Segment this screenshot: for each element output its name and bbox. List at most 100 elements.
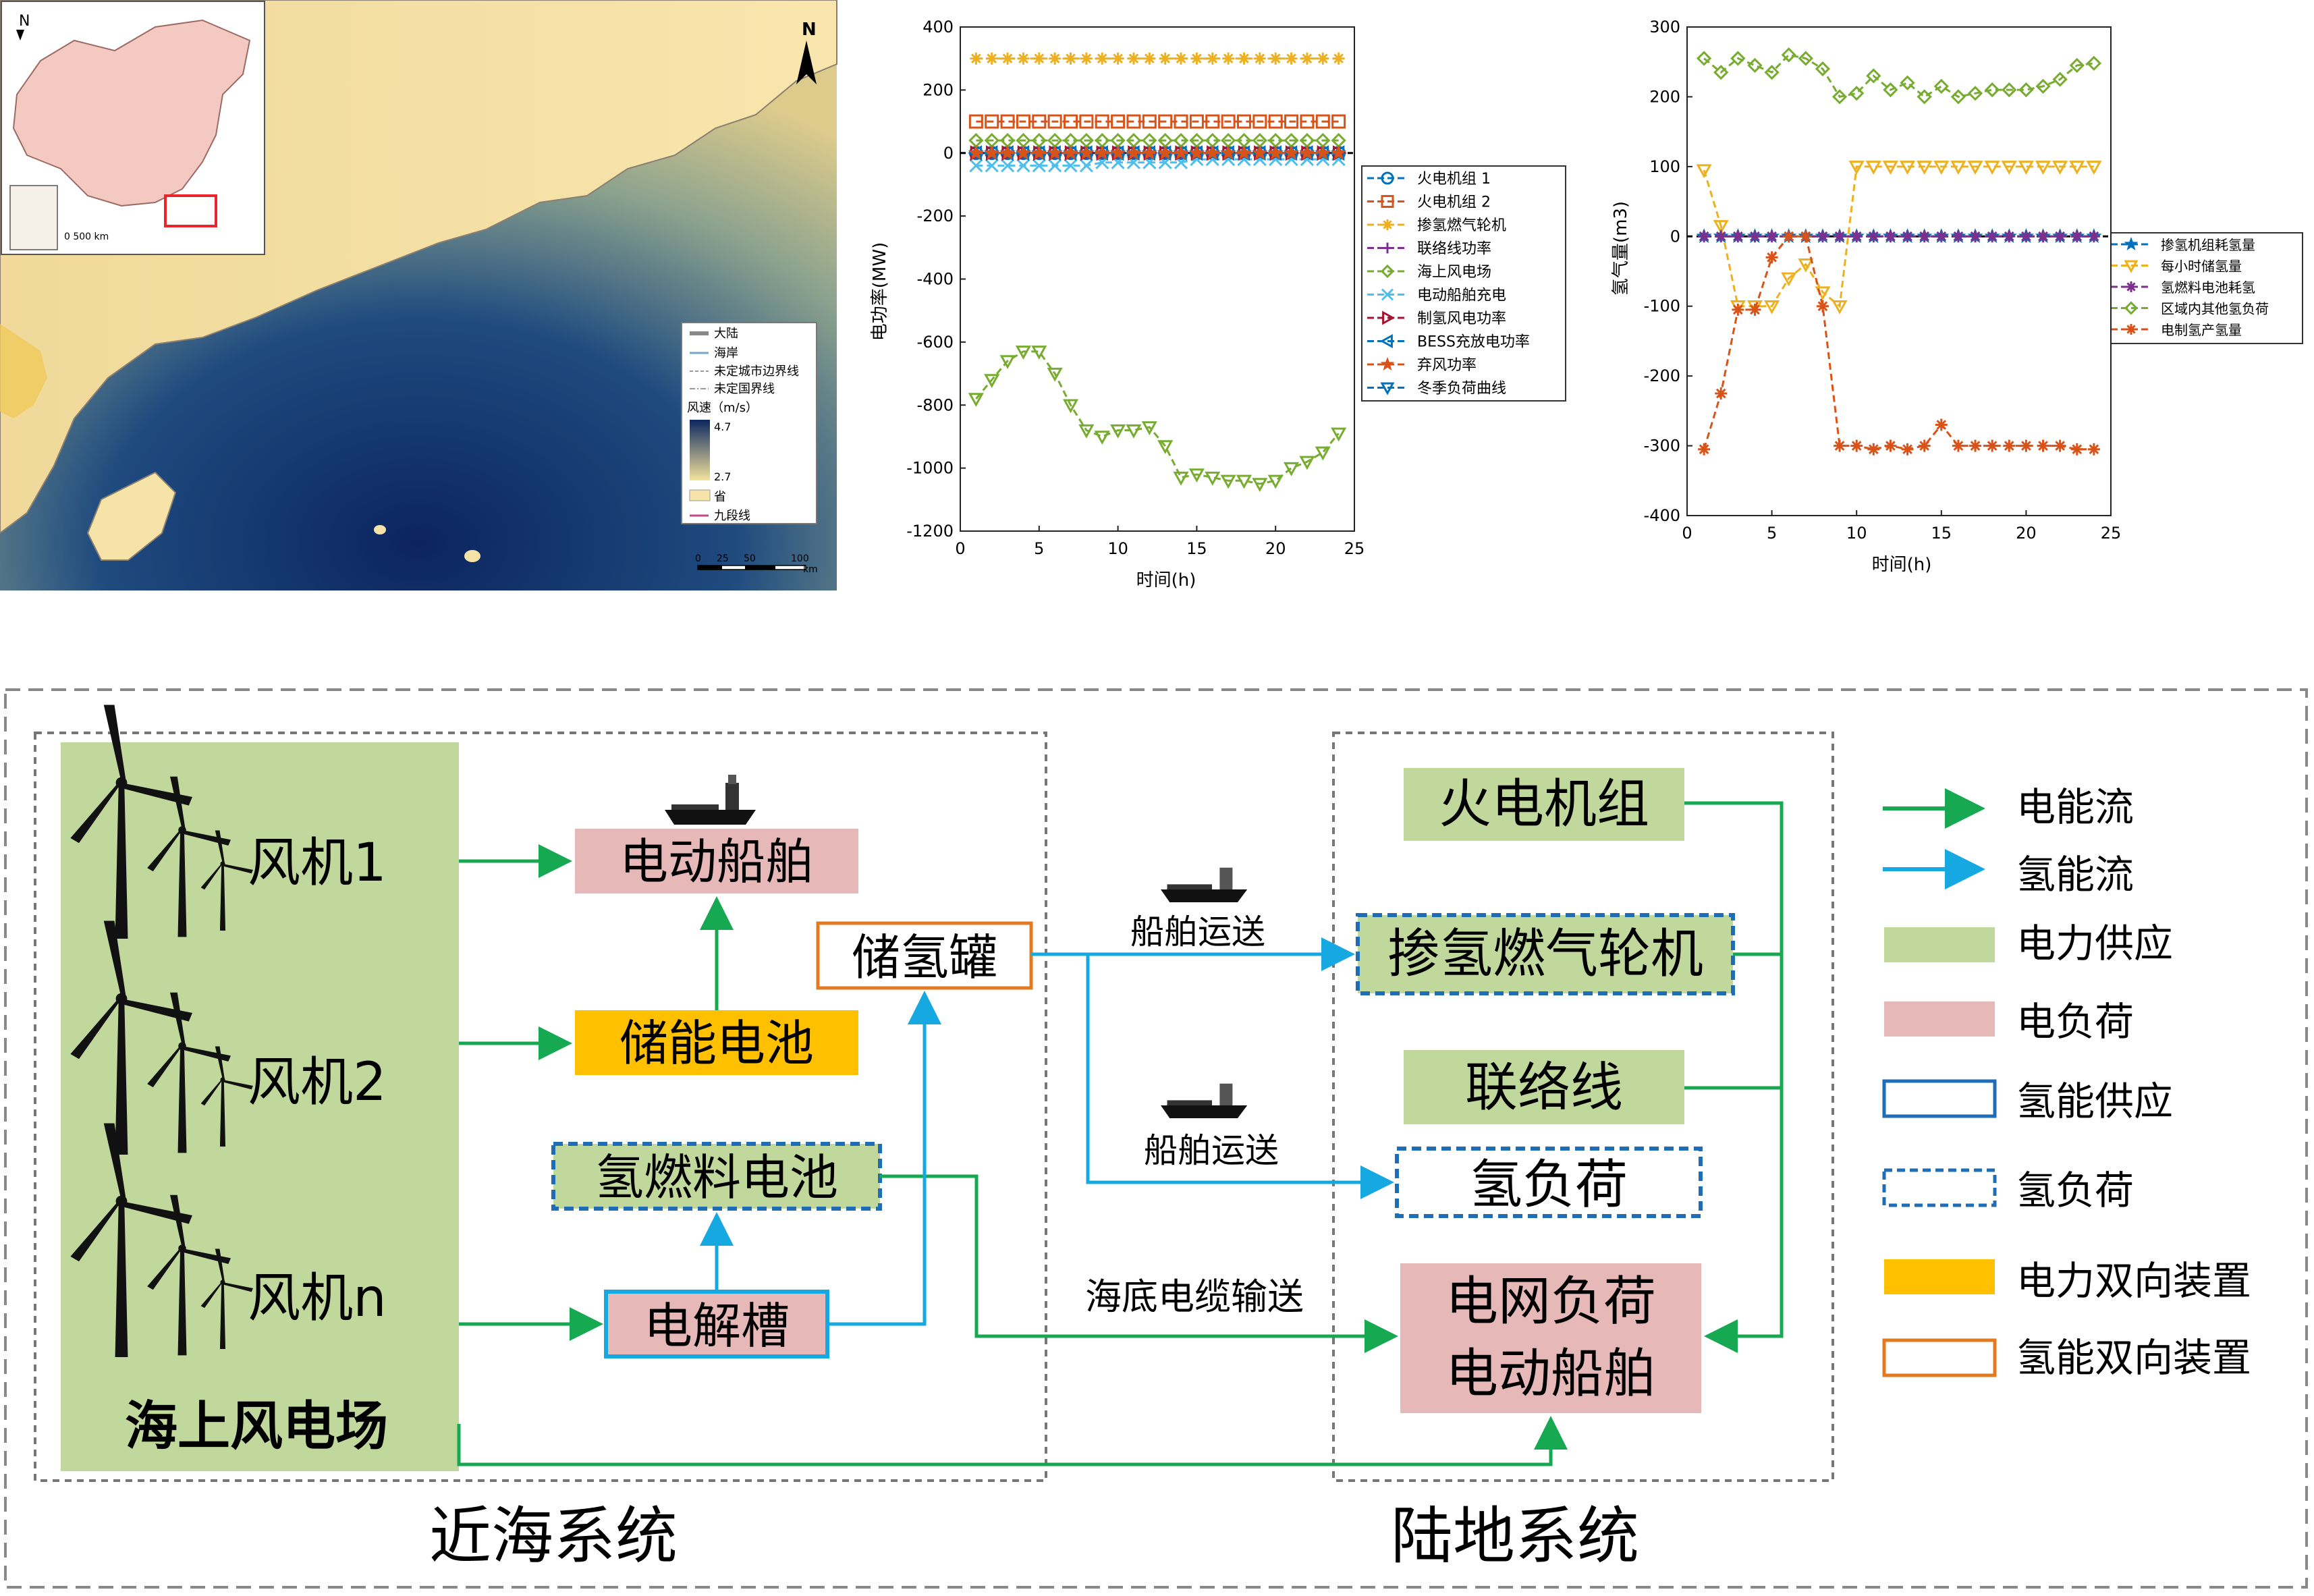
data-point (2054, 230, 2066, 243)
data-point (1933, 78, 1949, 94)
data-point (1252, 114, 1267, 129)
turbine-blade (200, 1282, 223, 1309)
data-point (2054, 439, 2066, 452)
data-point (1952, 230, 1964, 243)
data-point (1220, 144, 1236, 160)
data-point (1143, 52, 1156, 65)
data-point (1000, 114, 1015, 129)
scale-unit: km (803, 564, 818, 575)
series-line (1698, 230, 2100, 243)
data-point (1696, 164, 1712, 179)
legend-label: 每小时储氢量 (2161, 258, 2242, 275)
turbine-tower (115, 1201, 128, 1357)
data-point (1267, 474, 1284, 489)
legend-h2-bidir: 氢能双向装置 (2016, 1335, 2251, 1381)
ship-icon (1161, 867, 1248, 902)
turbine-tower (219, 864, 226, 931)
data-point (2018, 82, 2034, 98)
turbine-blade (121, 1201, 192, 1224)
data-point (1715, 230, 1728, 243)
data-point (1698, 443, 1711, 456)
data-point (1747, 57, 1763, 74)
data-point (2069, 161, 2085, 175)
turbine-tower (115, 783, 128, 939)
data-point (2003, 439, 2016, 452)
island-2 (464, 550, 480, 562)
data-point (1078, 144, 1095, 160)
turbine-blade (121, 783, 192, 806)
legend-label: 弃风功率 (1417, 357, 1477, 374)
data-point (1032, 114, 1047, 129)
turbine-hub (220, 1279, 225, 1285)
legend-label: 电制氢产氢量 (2161, 322, 2242, 338)
grid-load-label-1: 电网负荷 (1445, 1271, 1656, 1332)
data-point (1713, 65, 1729, 80)
data-point (1094, 431, 1110, 445)
series-line (1698, 230, 2100, 456)
chart2-ylabel: 氢气量(m3) (1611, 201, 1631, 296)
legend-province-icon (689, 489, 711, 501)
data-point (1317, 52, 1329, 65)
data-point (2124, 260, 2139, 273)
data-point (1109, 144, 1126, 160)
offshore-title: 近海系统 (429, 1500, 678, 1572)
data-point (2001, 161, 2017, 175)
series-line (1696, 161, 2102, 314)
hydrogen-flows (700, 937, 1394, 1326)
data-point (1079, 114, 1094, 129)
y-tick-label: -1200 (906, 522, 954, 541)
flow-tank-h2load (1086, 954, 1394, 1199)
data-point (1157, 440, 1174, 455)
data-point (970, 52, 983, 65)
data-point (1016, 159, 1030, 173)
turbine-blade (147, 1045, 182, 1088)
turbine-blade (70, 997, 121, 1060)
legend-h2-supply: 氢能供应 (2016, 1078, 2173, 1124)
turbine-hub (115, 777, 128, 789)
data-point (1713, 220, 1729, 234)
data-point (1017, 52, 1030, 65)
data-point (2070, 443, 2083, 456)
offshore-frame (34, 732, 1047, 1482)
data-point (1032, 52, 1045, 65)
h2-tank-box (816, 921, 1033, 990)
x-tick-label: 15 (1186, 539, 1207, 558)
data-point (1127, 52, 1140, 65)
north-arrow-icon (796, 40, 817, 84)
turbine-hub (220, 1077, 225, 1082)
grid-load-label-2: 电动船舶 (1445, 1344, 1656, 1404)
data-point (2020, 230, 2033, 243)
data-point (1062, 399, 1079, 414)
data-point (1380, 356, 1395, 370)
x-tick-label: 20 (1265, 539, 1286, 558)
data-point (1079, 159, 1093, 173)
data-point (1236, 114, 1251, 129)
data-point (1380, 264, 1395, 279)
data-point (1157, 144, 1174, 160)
x-tick-label: 5 (1767, 524, 1777, 543)
wind-speed-min: 2.7 (714, 470, 731, 483)
data-point (1220, 474, 1236, 489)
wind-speed-map: N 0 500 km N 大陆 海岸 未定城市边界线 未定国界线 风速（m/s）… (0, 0, 837, 590)
ship-icon (1161, 1083, 1248, 1118)
data-point (1331, 144, 1347, 160)
data-point (1816, 300, 1829, 312)
legend-label: 火电机组 2 (1417, 194, 1491, 211)
electric-ship-box (575, 829, 858, 893)
y-tick-label: -400 (917, 270, 954, 289)
data-point (1331, 427, 1347, 442)
x-tick-label: 0 (955, 539, 965, 558)
map-legend-item: 海岸 (714, 346, 738, 360)
data-point (1300, 52, 1313, 65)
inset-scale: 0 500 km (64, 231, 109, 242)
turbine-hub (178, 1042, 186, 1050)
data-point (1049, 52, 1062, 65)
data-point (1238, 52, 1250, 65)
data-point (1190, 52, 1203, 65)
data-point (1379, 333, 1393, 349)
x-tick-label: 5 (1034, 539, 1044, 558)
data-point (1884, 230, 1897, 243)
fuel-cell-label: 氢燃料电池 (595, 1149, 838, 1206)
data-point (1047, 367, 1063, 382)
